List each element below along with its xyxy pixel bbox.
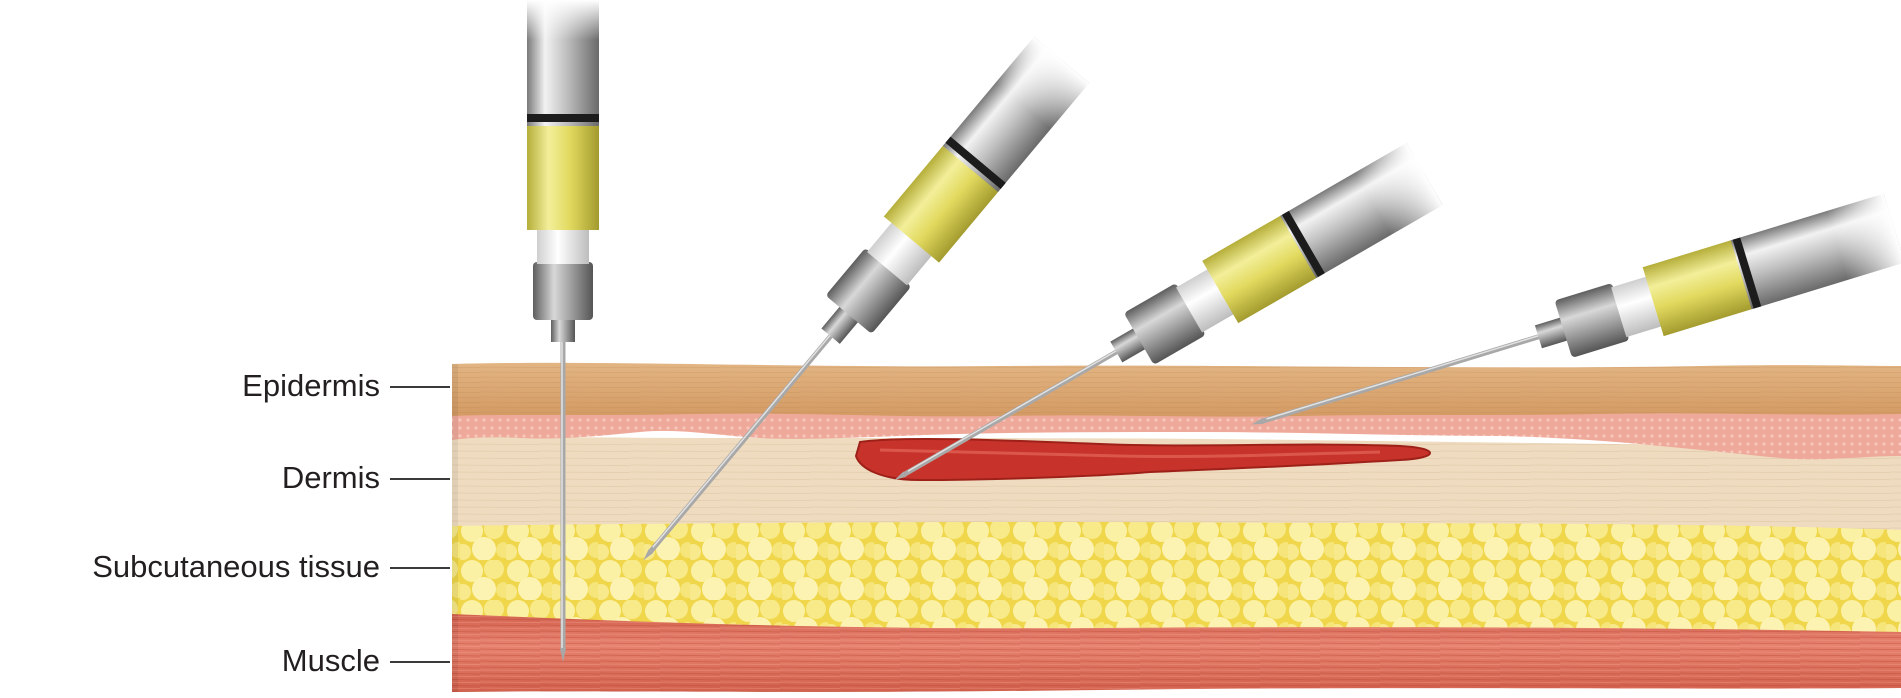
- muscle-label: Muscle: [282, 643, 380, 679]
- epidermis-label: Epidermis: [242, 368, 380, 404]
- skin-edge: [452, 364, 458, 692]
- dermis-leader-line: [390, 478, 450, 480]
- muscle-leader-line: [390, 661, 450, 663]
- subcutaneous-leader-line: [390, 567, 450, 569]
- epidermis-leader-line: [390, 386, 450, 388]
- subcutaneous-label: Subcutaneous tissue: [92, 549, 380, 585]
- epidermis-label-row: Epidermis: [0, 366, 410, 406]
- subcutaneous-label-row: Subcutaneous tissue: [0, 547, 410, 587]
- epidermis-texture: [452, 363, 1901, 417]
- dermis-label-row: Dermis: [0, 458, 410, 498]
- muscle-label-row: Muscle: [0, 641, 410, 681]
- dermis-label: Dermis: [282, 460, 380, 496]
